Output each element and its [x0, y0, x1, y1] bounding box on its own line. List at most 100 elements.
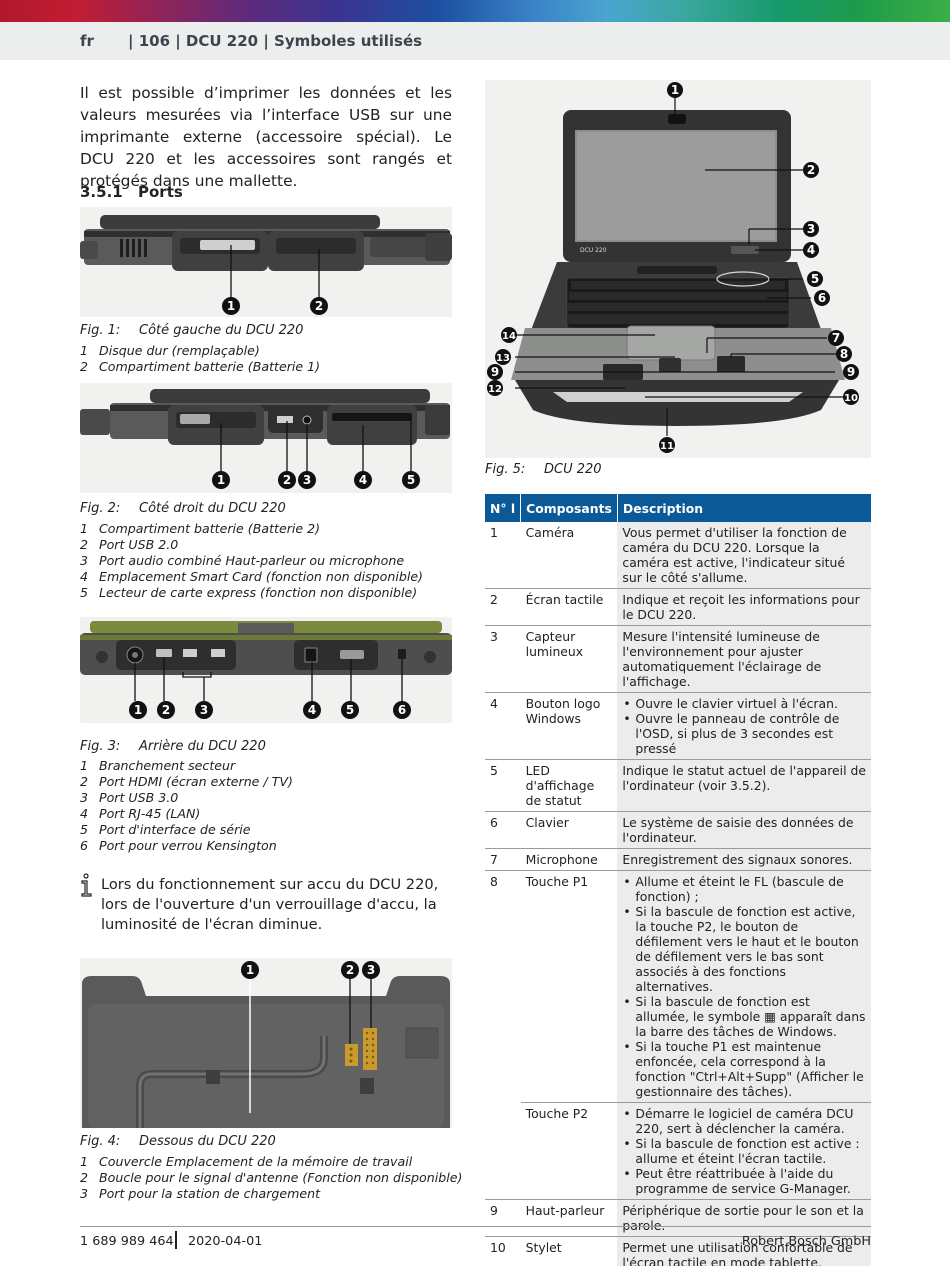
figure-label: Fig. 1:	[80, 323, 121, 338]
fig5-callout: 9	[491, 365, 499, 379]
row-number	[485, 1102, 521, 1200]
figure-1-caption: Fig. 1:Côté gauche du DCU 220	[80, 323, 303, 338]
row-number: 10	[485, 1236, 521, 1266]
section-number: 3.5.1	[80, 183, 123, 201]
fig5-callout: 2	[807, 163, 815, 177]
fig5-callout: 4	[807, 243, 815, 257]
row-component: Haut-parleur	[520, 1199, 618, 1237]
fig1-callout: 1	[227, 299, 235, 313]
row-number: 7	[485, 848, 521, 871]
table-row: 8 Touche P1 Allume et éteint le FL (basc…	[485, 870, 871, 1103]
figure-5-caption: Fig. 5:DCU 220	[485, 462, 602, 477]
fig5-callout: 14	[502, 331, 516, 342]
table-row: 7 Microphone Enregistrement des signaux …	[485, 848, 871, 871]
description-bullet: Ouvre le panneau de contrôle de l'OSD, s…	[622, 711, 866, 756]
table-row: 5 LED d'affichage de statut Indique le s…	[485, 759, 871, 812]
row-component: Écran tactile	[520, 588, 618, 626]
column-header: N° l	[485, 494, 522, 522]
fig5-callout: 5	[811, 272, 819, 286]
fig5-callout: 7	[832, 331, 840, 345]
row-component: Touche P2	[520, 1102, 618, 1200]
row-description: Indique et reçoit les informations pour …	[617, 588, 871, 626]
row-number: 1	[485, 522, 521, 589]
figure-caption-text: Côté droit du DCU 220	[139, 501, 286, 516]
row-number: 8	[490, 874, 498, 889]
info-note-text: Lors du fonctionnement sur accu du DCU 2…	[101, 876, 439, 933]
document-date: 2020-04-01	[188, 1234, 263, 1249]
figure-label: Fig. 2:	[80, 501, 121, 516]
figure-caption-text: Dessous du DCU 220	[139, 1134, 276, 1149]
figure-5-photo: DCU 220	[485, 80, 871, 458]
figure-2-caption: Fig. 2: Côté droit du DCU 220	[80, 501, 286, 516]
company-name: Robert Bosch GmbH	[741, 1234, 871, 1249]
fig2-callout: 1	[217, 473, 225, 487]
row-number: 5	[485, 759, 521, 812]
description-bullet: Démarre le logiciel de caméra DCU 220, s…	[622, 1106, 866, 1136]
fig5-callout: 6	[818, 291, 826, 305]
row-component: Microphone	[520, 848, 618, 871]
figure-label: Fig. 4:	[80, 1134, 121, 1149]
fig2-callout: 4	[359, 473, 367, 487]
column-header: Description	[617, 494, 871, 522]
fig2-callout: 3	[303, 473, 311, 487]
fig2-callout: 2	[283, 473, 291, 487]
fig5-callout: 8	[840, 347, 848, 361]
fig1-callout: 2	[315, 299, 323, 313]
figure-label: Fig. 3:	[80, 739, 121, 754]
language-code: fr	[80, 32, 94, 50]
row-number: 2	[485, 588, 521, 626]
figure-3-caption: Fig. 3:Arrière du DCU 220	[80, 739, 266, 754]
table-header-row: N° l Composants Description	[485, 494, 871, 522]
table-row: 3 Capteur lumineux Mesure l'intensité lu…	[485, 625, 871, 693]
row-number: 9	[485, 1199, 521, 1237]
description-bullet: Si la touche P1 est maintenue enfoncée, …	[622, 1039, 866, 1099]
row-number: 6	[485, 811, 521, 849]
row-component: Clavier	[520, 811, 618, 849]
fig4-callout: 2	[346, 963, 354, 977]
fig4-callout: 1	[246, 963, 254, 977]
description-bullet: Si la bascule de fonction est allumée, l…	[622, 994, 866, 1039]
fig5-callout: 9	[847, 365, 855, 379]
row-description: Ouvre le clavier virtuel à l'écran. Ouvr…	[617, 692, 871, 760]
table-row: 1 Caméra Vous permet d'utiliser la fonct…	[485, 522, 871, 589]
row-description: Mesure l'intensité lumineuse de l'enviro…	[617, 625, 871, 693]
row-description: Permet une utilisation confortable de l'…	[617, 1236, 871, 1266]
screen-brand-label: DCU 220	[580, 247, 607, 254]
row-component: Touche P1	[520, 870, 618, 1103]
fig4-callout: 3	[367, 963, 375, 977]
fig3-callout: 4	[308, 703, 316, 717]
components-table: N° l Composants Description 1 Caméra Vou…	[485, 494, 871, 1266]
fig5-callout: 12	[488, 384, 502, 395]
table-row: 9 Haut-parleur Périphérique de sortie po…	[485, 1199, 871, 1237]
row-description: Indique le statut actuel de l'appareil d…	[617, 759, 871, 812]
fig5-callout: 3	[807, 222, 815, 236]
fig3-callout: 5	[346, 703, 354, 717]
fig3-callout: 1	[134, 703, 142, 717]
row-number: 3	[485, 625, 521, 693]
document-number: 1 689 989 464	[80, 1234, 174, 1249]
table-row: Touche P2 Démarre le logiciel de caméra …	[485, 1102, 871, 1200]
figure-2-photo: 1 2 3 4 5	[80, 383, 452, 493]
page-header-title: | 106 | DCU 220 | Symboles utilisés	[128, 32, 423, 50]
figure-label: Fig. 5:	[485, 462, 526, 477]
row-description: Périphérique de sortie pour le son et la…	[617, 1199, 871, 1237]
fig5-callout: 13	[496, 353, 510, 364]
fig2-callout: 5	[407, 473, 415, 487]
description-bullet: Si la bascule de fonction est active : a…	[622, 1136, 866, 1166]
row-component: Bouton logo Windows	[520, 692, 618, 760]
table-row: 10 Stylet Permet une utilisation confort…	[485, 1236, 871, 1266]
figure-1-photo: 1 2	[80, 207, 452, 317]
fig3-callout: 6	[398, 703, 406, 717]
